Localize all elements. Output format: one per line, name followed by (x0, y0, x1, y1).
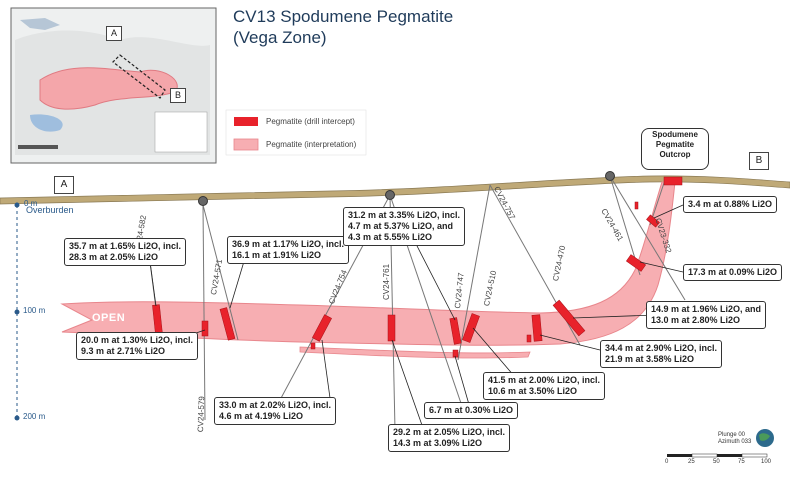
section-label-b: B (749, 152, 769, 170)
callout-cv24-754: 33.0 m at 2.02% Li2O, incl. 4.6 m at 4.1… (214, 397, 337, 425)
hole-label-cv24-761: CV24-761 (382, 263, 391, 300)
callout-cv24-571: 36.9 m at 1.17% Li2O, incl. 16.1 m at 1.… (227, 236, 350, 264)
callout-cv24-579: 20.0 m at 1.30% Li2O, incl. 9.3 m at 2.7… (76, 332, 199, 360)
overburden-band (0, 175, 790, 205)
callout-cv24-761: 29.2 m at 2.05% Li2O, incl. 14.3 m at 3.… (388, 424, 511, 452)
plunge-azimuth: Plunge 00 Azimuth 033 (718, 432, 752, 445)
drill-intercepts (152, 176, 683, 358)
scale-tick-100: 100 (761, 459, 772, 465)
open-label: OPEN (92, 312, 126, 324)
callout-cv23-332-upper: 3.4 m at 0.88% Li2O (683, 196, 778, 213)
legend-swatch-interpretation (233, 138, 259, 151)
scale-tick-75: 75 (738, 459, 745, 465)
legend-swatch-intercept (234, 117, 258, 126)
callout-cv24-461: 14.9 m at 1.96% Li2O, and 13.0 m at 2.80… (646, 301, 767, 329)
pegmatite-body (60, 181, 676, 346)
inset-section-box (112, 54, 166, 99)
pegmatite-lower-lens (299, 346, 531, 359)
depth-label-200: 200 m (23, 412, 46, 421)
legend-label-intercept: Pegmatite (drill intercept) (266, 117, 355, 126)
legend-label-interpretation: Pegmatite (interpretation) (266, 140, 357, 149)
depth-label-100: 100 m (23, 306, 46, 315)
callout-cv24-470: 34.4 m at 2.90% Li2O, incl. 21.9 m at 3.… (600, 340, 723, 368)
inset-label-b: B (170, 88, 186, 103)
scale-tick-25: 25 (688, 459, 695, 465)
scale-tick-0: 0 (665, 459, 669, 465)
hole-label-cv24-579: CV24-579 (196, 395, 207, 433)
callout-cv24-747: 31.2 m at 3.35% Li2O, incl. 4.7 m at 5.3… (343, 207, 466, 246)
collar-dot (385, 190, 395, 200)
section-label-a: A (54, 176, 74, 194)
scale-tick-50: 50 (713, 459, 720, 465)
inset-legend-box (154, 111, 208, 153)
overburden-label: Overburden (26, 205, 74, 215)
scale-bar (667, 453, 768, 458)
globe-icon (756, 429, 774, 447)
page-title: CV13 Spodumene Pegmatite (Vega Zone) (233, 7, 454, 47)
depth-label-0: 0 m (24, 199, 38, 208)
callout-cv24-510: 41.5 m at 2.00% Li2O, incl. 10.6 m at 3.… (483, 372, 606, 400)
collar-dot (605, 171, 615, 181)
callout-cv24-582: 35.7 m at 1.65% Li2O, incl. 28.3 m at 2.… (64, 238, 187, 266)
inset-label-a: A (106, 26, 122, 41)
collar-dot (198, 196, 208, 206)
outcrop-label: Spodumene Pegmatite Outcrop (641, 128, 709, 170)
callout-cv24-747-lower: 6.7 m at 0.30% Li2O (424, 402, 519, 419)
callout-cv23-332-lower: 17.3 m at 0.09% Li2O (683, 264, 783, 281)
